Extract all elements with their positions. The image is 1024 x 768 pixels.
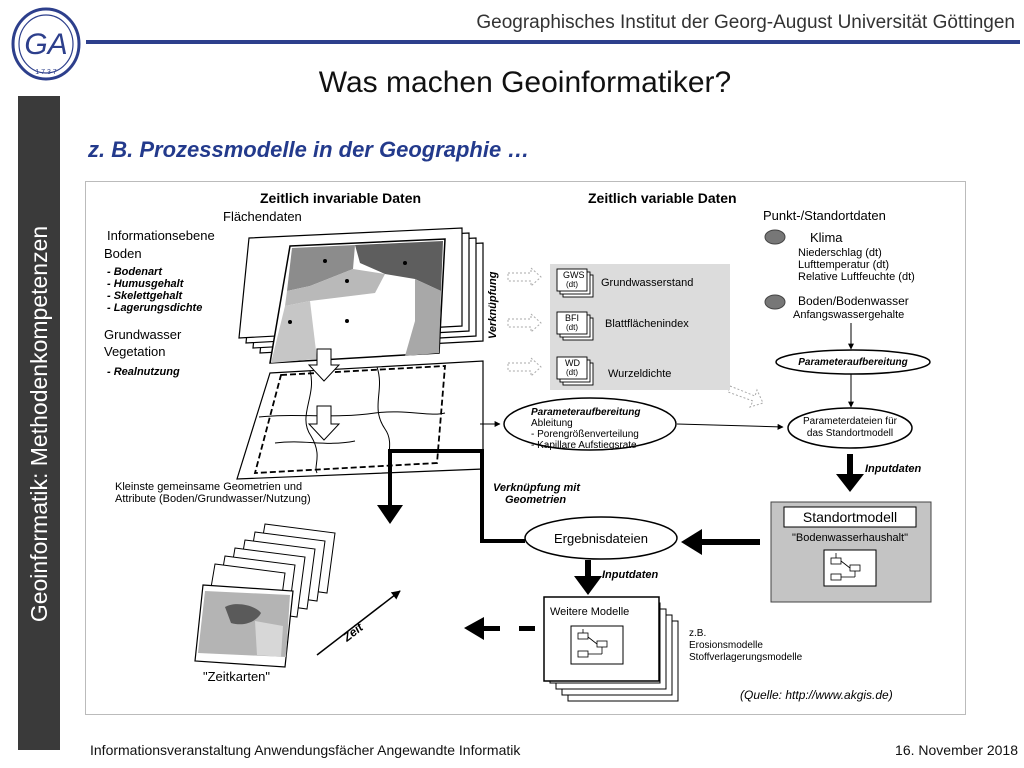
boden-label: Boden bbox=[104, 246, 142, 261]
gws-box-label: GWS bbox=[563, 270, 585, 280]
slide-title: Was machen Geoinformatiker? bbox=[318, 66, 732, 99]
logo-year: 1 7 3 7 bbox=[35, 69, 57, 76]
ableitung-label: Ableitung bbox=[531, 418, 573, 429]
standort-arrow-shaft bbox=[700, 539, 760, 545]
zb-label: z.B. bbox=[689, 628, 706, 639]
footer-date: 16. November 2018 bbox=[895, 742, 1018, 758]
paramdateien-line1: Parameterdateien für bbox=[803, 416, 898, 427]
zeitkarten-label: "Zeitkarten" bbox=[203, 669, 270, 684]
footer-left: Informationsveranstaltung Anwendungsfäch… bbox=[90, 742, 521, 758]
zeitkarte-front-map bbox=[198, 591, 290, 657]
erosion-label: Erosionsmodelle bbox=[689, 640, 763, 651]
hollow-arrow-1 bbox=[307, 348, 341, 382]
bfi-dt-label: (dt) bbox=[566, 323, 578, 332]
klima-marker bbox=[764, 229, 786, 245]
bodenwasserhaushalt-label: "Bodenwasserhaushalt" bbox=[792, 532, 908, 544]
kapillar-label: - Kapillare Aufstiegsrate bbox=[531, 440, 637, 451]
soil-map-layer bbox=[269, 238, 446, 364]
standort-arrowhead bbox=[681, 529, 702, 555]
inputdaten-right-label: Inputdaten bbox=[865, 463, 921, 475]
weitere-dash-segment bbox=[519, 626, 535, 631]
param-center-label: Parameteraufbereitung bbox=[531, 407, 640, 418]
anfangswasser-label: Anfangswassergehalte bbox=[793, 309, 904, 321]
lagerungsdichte-label: - Lagerungsdichte bbox=[107, 302, 202, 314]
informationsebene-label: Informationsebene bbox=[107, 228, 215, 243]
wd-box-label: WD bbox=[565, 358, 580, 368]
bodenart-label: - Bodenart bbox=[107, 266, 163, 278]
param-center-ellipse bbox=[503, 397, 677, 451]
verknuepfung-geo-line2: Geometrien bbox=[505, 494, 566, 506]
wd-dt-label: (dt) bbox=[566, 368, 578, 377]
input-arrowhead-center bbox=[574, 576, 602, 595]
ergebnis-to-zeitkarten-line bbox=[388, 449, 525, 543]
kleinste-line2: Attribute (Boden/Grundwasser/Nutzung) bbox=[115, 493, 311, 505]
punktdaten-label: Punkt-/Standortdaten bbox=[763, 208, 886, 223]
boden-marker bbox=[764, 294, 786, 310]
hollow-arrow-2 bbox=[307, 405, 341, 441]
inputdaten-center-label: Inputdaten bbox=[602, 569, 658, 581]
quelle-label: (Quelle: http://www.akgis.de) bbox=[740, 688, 893, 702]
ergebnisdateien-label: Ergebnisdateien bbox=[554, 531, 648, 546]
university-logo: GA 1 7 3 7 bbox=[11, 7, 81, 81]
standortmodell-flow-shapes bbox=[830, 553, 861, 581]
realnutzung-label: - Realnutzung bbox=[107, 366, 180, 378]
kleinste-line1: Kleinste gemeinsame Geometrien und bbox=[115, 481, 302, 493]
grundwasser-label: Grundwasser bbox=[104, 327, 182, 342]
gws-dt-label: (dt) bbox=[566, 280, 578, 289]
paramdateien-ellipse bbox=[787, 407, 913, 449]
institute-name: Geographisches Institut der Georg-August… bbox=[476, 12, 1015, 33]
vegetation-label: Vegetation bbox=[104, 344, 165, 359]
input-arrowhead-right bbox=[836, 474, 864, 492]
verknuepfung-geo-line1: Verknüpfung mit bbox=[493, 482, 581, 494]
header-rule bbox=[86, 40, 1020, 44]
param-to-files-arrow bbox=[676, 423, 784, 430]
verknuepfung-label: Verknüpfung bbox=[487, 271, 499, 339]
bfi-box-label: BFI bbox=[565, 313, 579, 323]
poren-label: - Porengrößenverteilung bbox=[531, 429, 639, 440]
slide-subtitle: z. B. Prozessmodelle in der Geographie … bbox=[88, 137, 530, 162]
logo-letters: GA bbox=[24, 28, 67, 61]
gws-stack bbox=[556, 268, 594, 386]
flaechendaten-label: Flächendaten bbox=[223, 209, 302, 224]
niederschlag-label: Niederschlag (dt) bbox=[798, 247, 882, 259]
skelettgehalt-label: - Skelettgehalt bbox=[107, 290, 184, 302]
weitere-arrow-shaft bbox=[482, 626, 500, 631]
weitere-modelle-flow-shapes bbox=[577, 629, 608, 658]
weitere-arrowhead bbox=[464, 617, 484, 640]
ergebnisdateien-ellipse bbox=[524, 516, 678, 560]
param-right-label: Parameteraufbereitung bbox=[798, 357, 907, 368]
sidebar-label: Geoinformatik: Methodenkompetenzen bbox=[26, 225, 52, 623]
input-arrow-shaft-center bbox=[585, 560, 591, 578]
left-heading: Zeitlich invariable Daten bbox=[260, 190, 421, 206]
param-right-ellipse bbox=[775, 349, 931, 375]
grundwasserstand-label: Grundwasserstand bbox=[601, 277, 693, 289]
lufttemperatur-label: Lufttemperatur (dt) bbox=[798, 259, 889, 271]
blattflaechenindex-label: Blattflächenindex bbox=[605, 318, 689, 330]
bodenwasser-label: Boden/Bodenwasser bbox=[798, 294, 909, 308]
standortmodell-title-box bbox=[783, 506, 917, 528]
process-model-diagram: Zeitlich invariable Daten Zeitlich varia… bbox=[85, 181, 966, 715]
zeitkarten-arrowhead bbox=[377, 505, 403, 524]
weitere-modelle-label: Weitere Modelle bbox=[550, 606, 629, 618]
input-arrow-shaft-right bbox=[847, 454, 853, 476]
stoff-label: Stoffverlagerungsmodelle bbox=[689, 652, 803, 663]
sidebar-band bbox=[18, 96, 60, 750]
dotted-arrows bbox=[507, 266, 764, 408]
paramdateien-line2: das Standortmodell bbox=[807, 428, 893, 439]
humusgehalt-label: - Humusgehalt bbox=[107, 278, 185, 290]
standortmodell-label: Standortmodell bbox=[803, 509, 897, 525]
wurzeldichte-label: Wurzeldichte bbox=[608, 368, 671, 380]
right-heading: Zeitlich variable Daten bbox=[588, 190, 737, 206]
klima-label: Klima bbox=[810, 230, 843, 245]
luftfeuchte-label: Relative Luftfeuchte (dt) bbox=[798, 271, 915, 283]
zeit-axis bbox=[316, 590, 401, 656]
